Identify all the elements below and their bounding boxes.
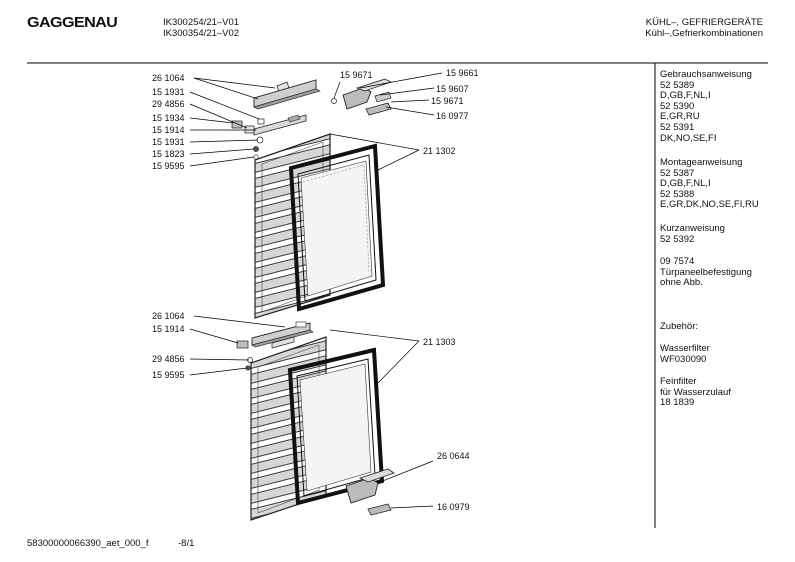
- document-id: 58300000066390_aet_000_f: [27, 538, 149, 549]
- part-number: 15 9671: [340, 70, 373, 80]
- upper-door-gasket-21-1302: [288, 143, 386, 312]
- part-number: 15 1914: [152, 125, 185, 135]
- part-number: 29 4856: [152, 354, 185, 364]
- part-number: 16 0977: [436, 111, 469, 121]
- part-number: 15 1823: [152, 149, 185, 159]
- part-number: 15 9595: [152, 161, 185, 171]
- quick-guide-info: Kurzanweisung 52 5392: [660, 223, 725, 245]
- part-number: 26 0644: [437, 451, 470, 461]
- operating-manual-info: Gebrauchsanweisung 52 5389 D,GB,F,NL,I 5…: [660, 69, 752, 144]
- part-number: 15 9607: [436, 84, 469, 94]
- part-number: 21 1302: [423, 146, 456, 156]
- lower-hardware-parts: [236, 321, 395, 516]
- fine-filter-info: Feinfilter für Wasserzulauf 18 1839: [660, 376, 731, 409]
- part-number: 21 1303: [423, 337, 456, 347]
- page-number: -8/1: [178, 538, 195, 549]
- part-number: 26 1064: [152, 73, 185, 83]
- category-title: KÜHL–, GEFRIERGERÄTE: [645, 17, 763, 28]
- part-number: 15 9661: [446, 68, 479, 78]
- part-number: 15 1934: [152, 113, 185, 123]
- installation-manual-info: Montageanweisung 52 5387 D,GB,F,NL,I 52 …: [660, 157, 759, 211]
- part-number: 16 0979: [437, 502, 470, 512]
- part-number: 26 1064: [152, 311, 185, 321]
- part-number: 29 4856: [152, 99, 185, 109]
- water-filter-info: Wasserfilter WF030090: [660, 343, 710, 365]
- upper-hardware-parts: [231, 78, 393, 160]
- brand-logo: GAGGENAU: [27, 14, 118, 31]
- part-number: 15 9595: [152, 370, 185, 380]
- accessories-heading: Zubehör:: [660, 321, 699, 332]
- part-number: 15 9671: [431, 96, 464, 106]
- category-subtitle: Kühl–,Gefrierkombinationen: [645, 28, 763, 39]
- part-number: 15 1931: [152, 87, 185, 97]
- part-number: 15 1931: [152, 137, 185, 147]
- model-number-1: IK300254/21–V01: [163, 17, 240, 28]
- part-number: 15 1914: [152, 324, 185, 334]
- door-panel-fixing-info: 09 7574 Türpaneelbefestigung ohne Abb.: [660, 256, 752, 289]
- model-number-2: IK300354/21–V02: [163, 28, 240, 39]
- leader-lines: [189, 72, 443, 509]
